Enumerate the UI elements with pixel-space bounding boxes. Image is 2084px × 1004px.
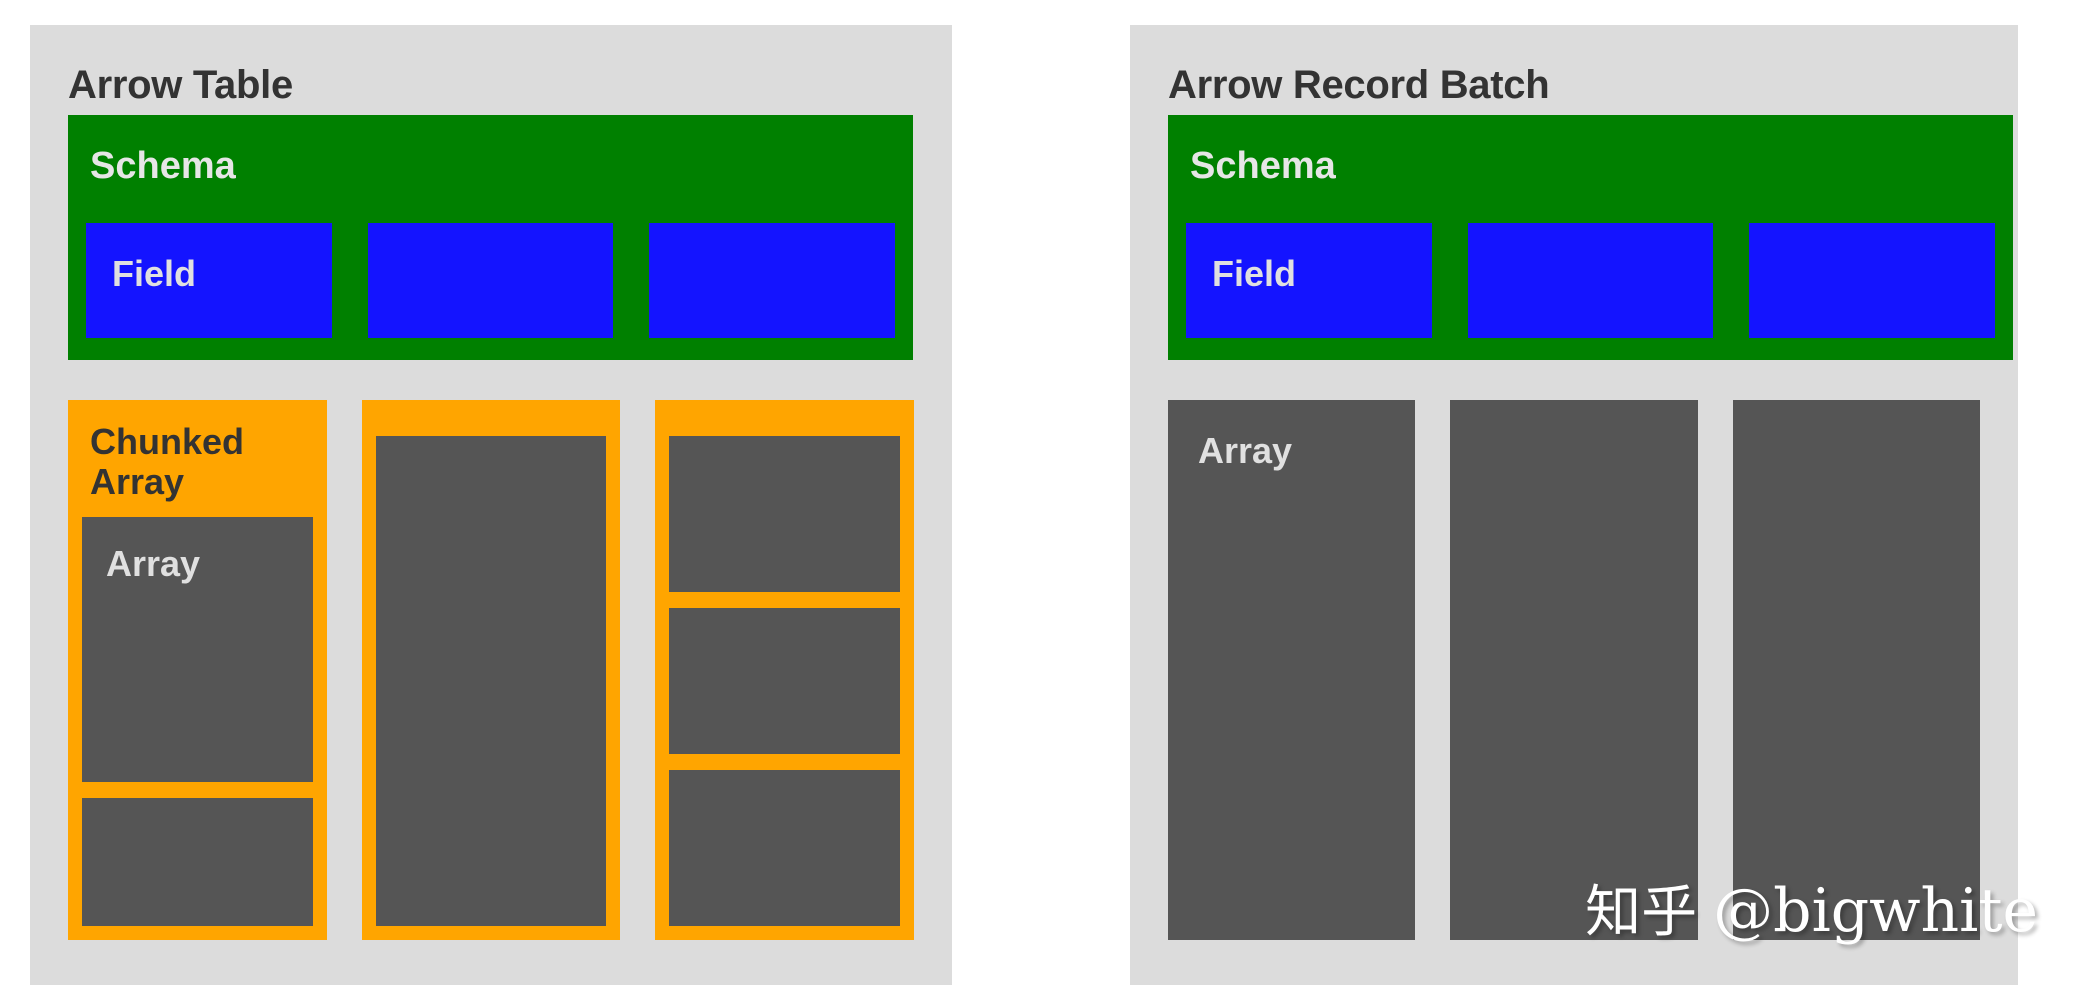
arrow-record-batch-field-3	[1749, 223, 1996, 338]
arrow-table-columns: Chunked Array Array	[68, 400, 915, 940]
chunked-array-column-3-chunks	[669, 436, 901, 927]
array-chunk	[375, 436, 607, 926]
arrow-record-batch-field-1: Field	[1186, 223, 1432, 338]
arrow-record-batch-field-2	[1467, 223, 1714, 338]
chunked-array-column-3	[655, 400, 915, 940]
arrow-table-field-1: Field	[86, 223, 332, 338]
arrow-record-batch-columns: Array	[1168, 400, 1980, 940]
arrow-record-batch-panel: Arrow Record Batch Schema Field Array	[1130, 25, 2018, 985]
array-column-2	[1450, 400, 1698, 940]
array-chunk	[82, 797, 313, 926]
chunked-array-column-2	[361, 400, 621, 940]
arrow-table-field-row: Field	[86, 223, 896, 338]
array-chunk	[669, 436, 901, 592]
arrow-record-batch-field-row: Field	[1186, 223, 1996, 338]
array-column-1-label: Array	[1198, 430, 1293, 471]
array-chunk: Array	[82, 516, 313, 782]
array-chunk	[669, 770, 901, 927]
chunked-array-column-1-label: Chunked Array	[90, 421, 245, 503]
array-chunk	[669, 607, 901, 755]
array-chunk-label: Array	[106, 542, 201, 584]
arrow-table-panel: Arrow Table Schema Field Chunked Array	[30, 25, 952, 985]
arrow-table-title: Arrow Table	[68, 63, 293, 107]
array-column-3	[1732, 400, 1980, 940]
chunked-array-column-1-chunks: Array	[82, 516, 313, 926]
arrow-table-schema-label: Schema	[90, 145, 236, 187]
arrow-table-schema-box: Schema Field	[68, 115, 913, 360]
arrow-table-field-3	[649, 223, 896, 338]
arrow-record-batch-schema-box: Schema Field	[1168, 115, 2013, 360]
arrow-record-batch-schema-label: Schema	[1190, 145, 1336, 187]
arrow-record-batch-field-1-label: Field	[1212, 253, 1297, 294]
array-column-1: Array	[1168, 400, 1416, 940]
arrow-table-field-2	[367, 223, 614, 338]
chunked-array-column-1: Chunked Array Array	[68, 400, 327, 940]
chunked-array-column-2-chunks	[375, 436, 607, 926]
arrow-table-field-1-label: Field	[112, 253, 197, 294]
arrow-record-batch-title: Arrow Record Batch	[1168, 63, 1550, 107]
